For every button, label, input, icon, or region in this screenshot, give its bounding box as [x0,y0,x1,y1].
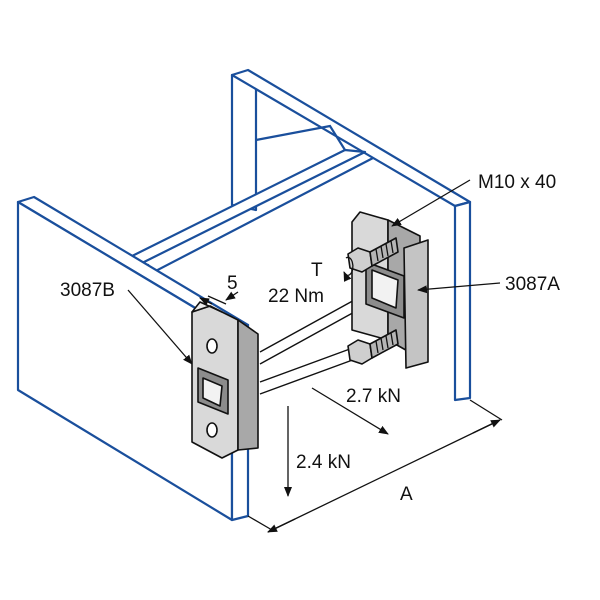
gap-label: 5 [227,273,238,294]
bolt-bottom [347,329,399,365]
leader-lines [127,179,501,365]
bolt-size-label: M10 x 40 [478,172,556,193]
force-horizontal-label: 2.7 kN [346,386,401,407]
leader-bolt [391,179,471,227]
torque-value-label: 22 Nm [268,286,324,307]
torque-symbol-label: T [311,260,323,281]
force-horizontal-arrow [311,387,389,435]
dimension-a [247,399,503,533]
force-vertical-label: 2.4 kN [296,452,351,473]
clamp-3087a-label: 3087A [505,274,560,295]
torque-rotation-icon [343,256,354,282]
leader-3087b [127,289,193,365]
leader-3087a [417,282,501,294]
gap-indicator [199,291,239,306]
clamp-3087a [351,211,429,369]
clamp-3087b [191,301,259,459]
bolt-top [347,237,399,273]
back-beam-flange [230,68,472,402]
dimension-a-label: A [400,484,413,505]
threaded-rods [259,297,359,395]
clamp-3087b-label: 3087B [60,280,115,301]
